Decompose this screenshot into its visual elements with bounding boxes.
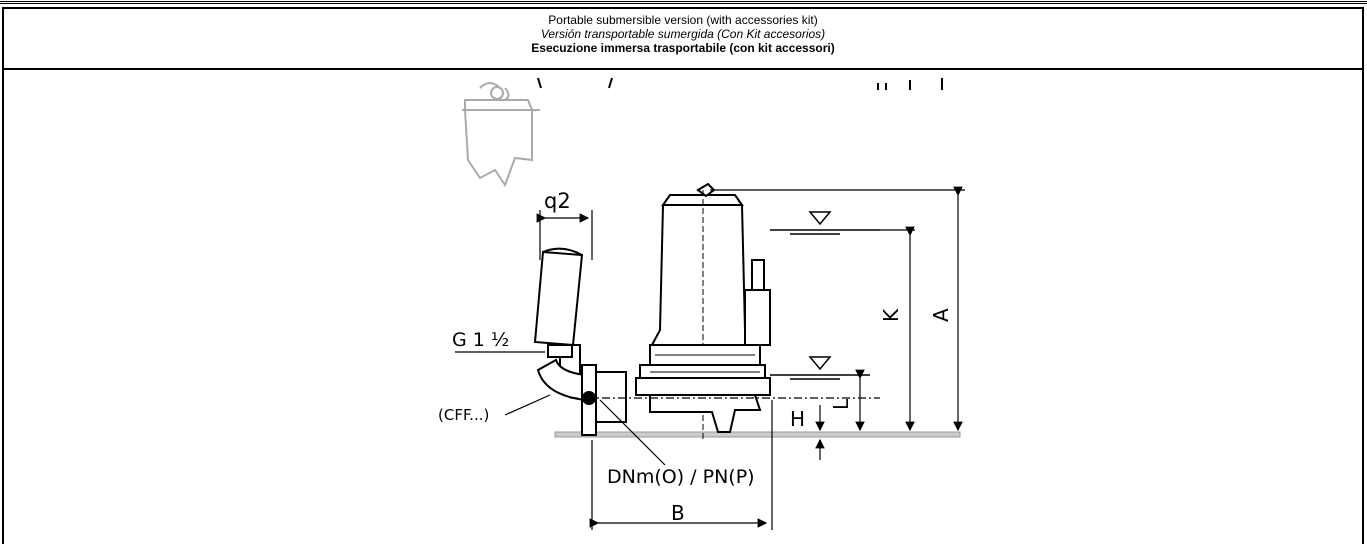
title-english: Portable submersible version (with acces… (548, 13, 818, 27)
flange-label: DNm(O) / PN(P) (607, 466, 755, 488)
title-italian: Esecuzione immersa trasportabile (con ki… (531, 41, 835, 55)
outlet-elbow (536, 344, 627, 436)
dim-label-q2: q2 (544, 189, 571, 213)
upper-detail (462, 82, 540, 188)
water-levels (770, 211, 880, 380)
top-border (0, 1, 1367, 4)
flange-details (650, 354, 760, 373)
title-spanish: Versión transportable sumergida (Con Kit… (540, 27, 826, 41)
delivery-pipe (533, 247, 584, 347)
title-header: Portable submersible version (with acces… (2, 7, 1364, 70)
accessory-code-label: (CFF...) (438, 406, 489, 424)
thread-label: G 1 ½ (452, 329, 509, 351)
dimension-lines (455, 186, 965, 530)
pump-body (635, 182, 771, 440)
cropped-marks-right (877, 78, 943, 90)
dim-label-h: H (790, 407, 805, 431)
drawing-area (2, 69, 1364, 544)
dim-label-k: K (879, 308, 903, 322)
dim-label-a: A (929, 308, 953, 322)
cropped-marks (537, 77, 613, 89)
dim-label-b: B (671, 501, 685, 525)
dim-label-l: L (829, 398, 853, 410)
ground-line (554, 431, 961, 438)
